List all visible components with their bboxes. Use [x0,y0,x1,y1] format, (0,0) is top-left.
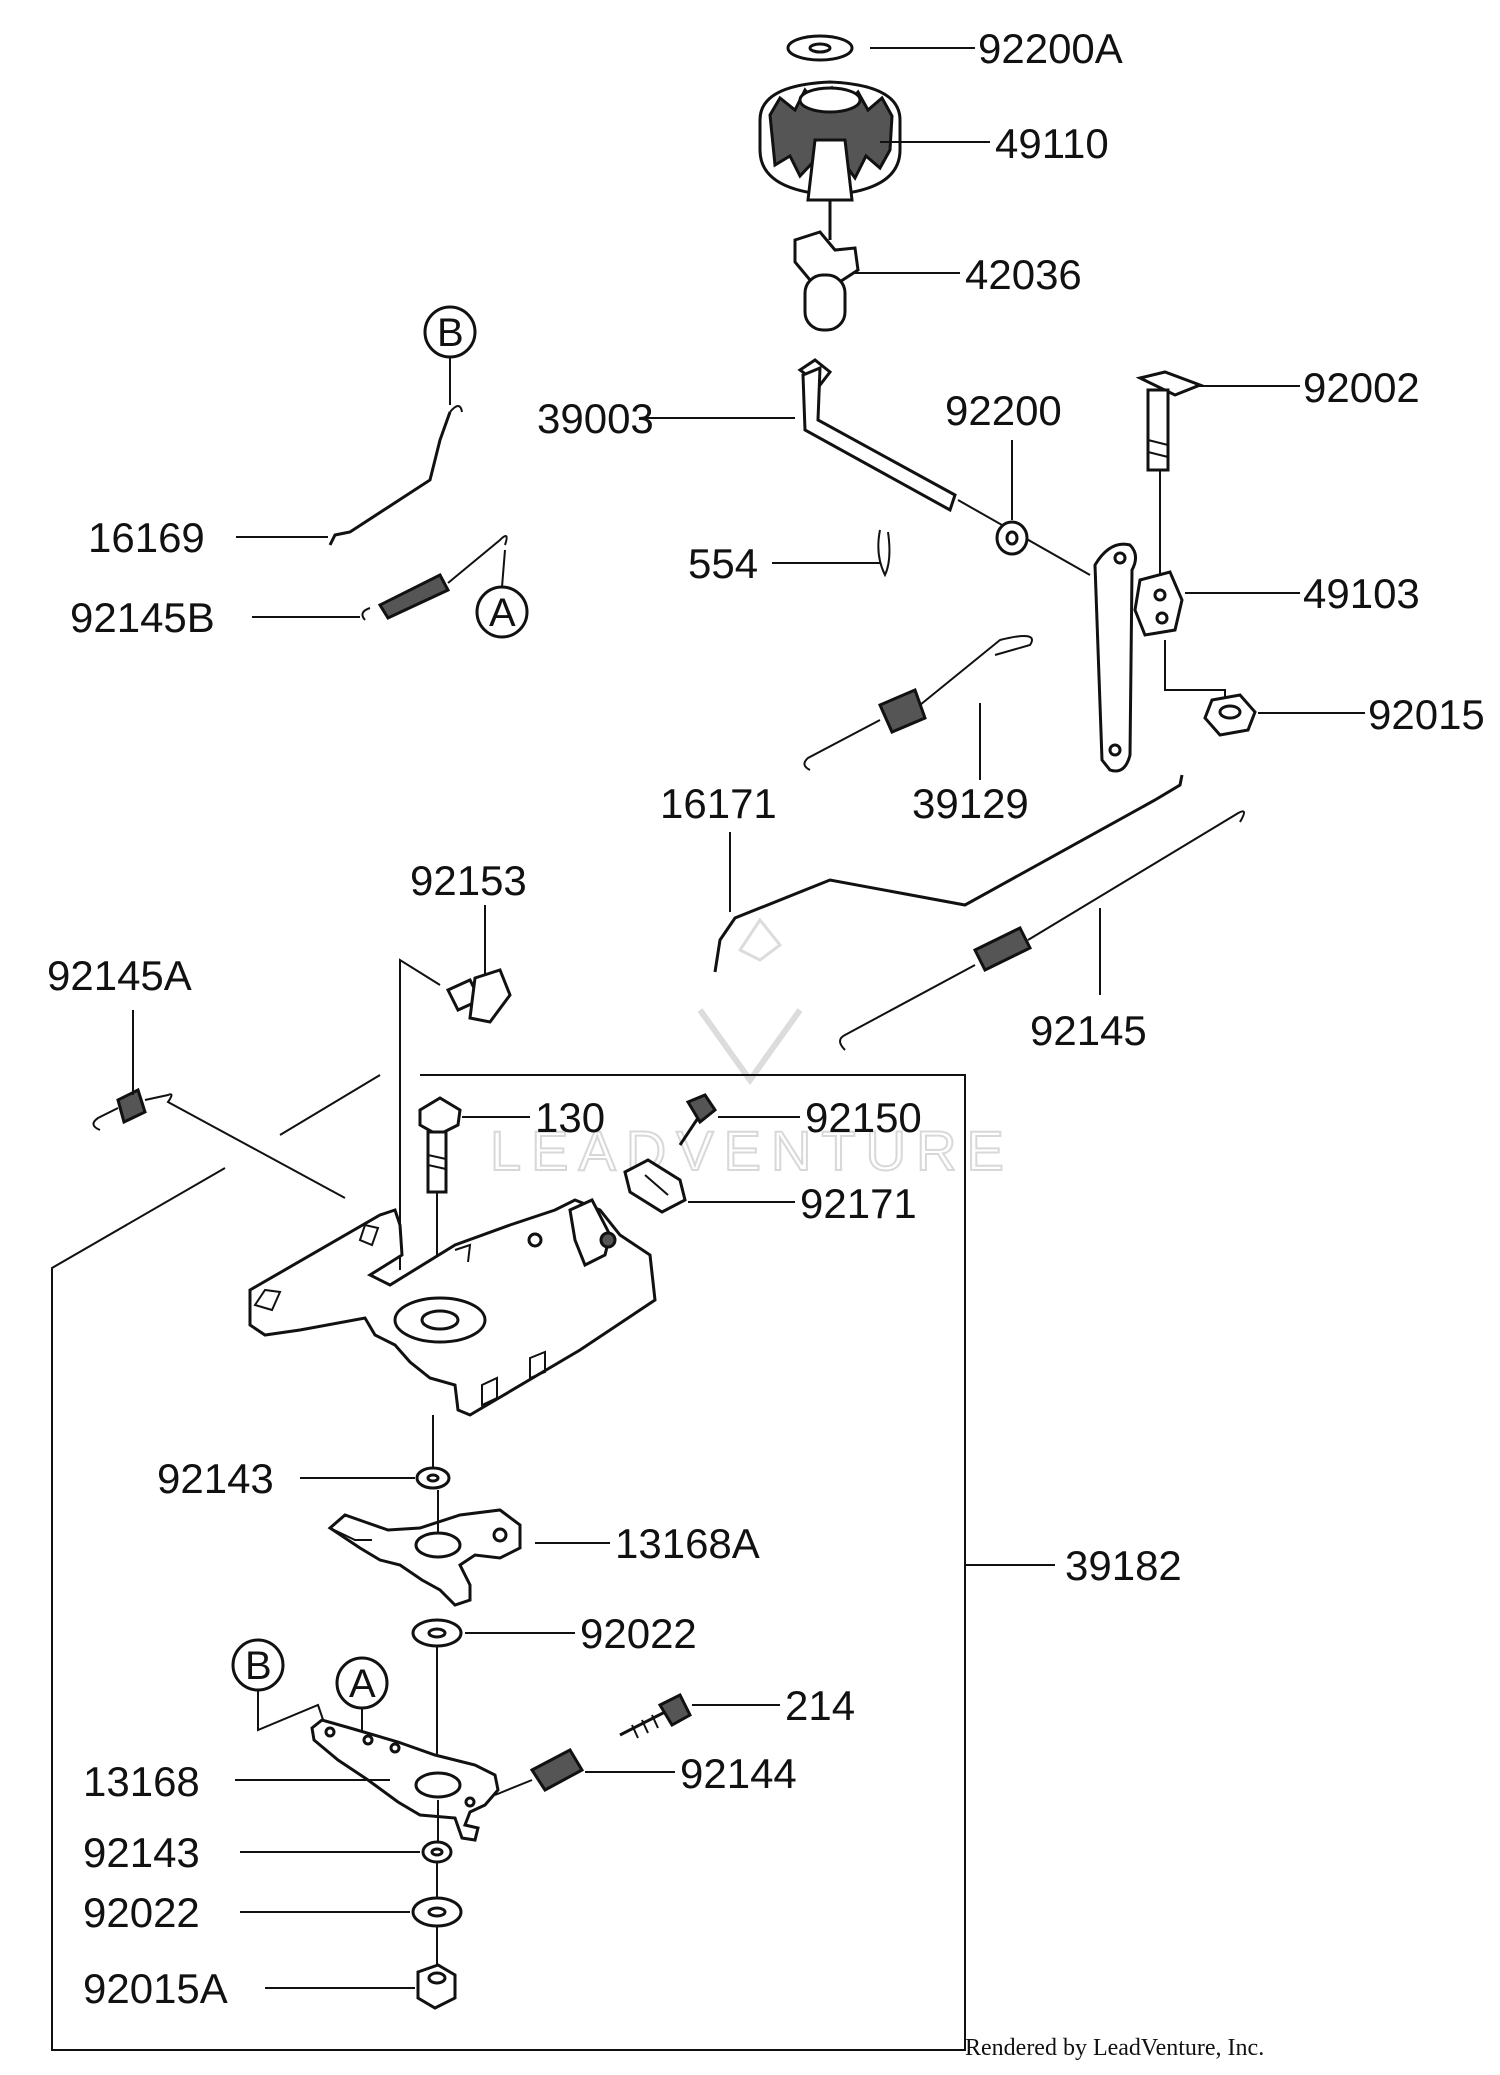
part-16169-rod[interactable] [236,405,463,546]
label-42036: 42036 [965,251,1082,298]
part-92145A-spring[interactable] [92,1010,346,1199]
part-92145-spring[interactable] [839,810,1245,1051]
label-92144: 92144 [680,1750,797,1797]
label-92145: 92145 [1030,1007,1147,1054]
label-16171: 16171 [660,780,777,827]
label-39003: 39003 [537,395,654,442]
part-92145B-spring[interactable] [252,535,508,621]
label-92143-upper: 92143 [157,1455,274,1502]
label-92143-lower: 92143 [83,1829,200,1876]
label-92145B: 92145B [70,594,215,641]
label-92200: 92200 [945,387,1062,434]
label-214: 214 [785,1682,855,1729]
svg-text:B: B [437,311,464,355]
label-554: 554 [688,540,758,587]
part-13168-lever[interactable] [235,1718,500,1848]
part-16171-rod[interactable] [713,774,1184,973]
callout-a-bottom: A [335,1656,389,1740]
part-92143-washer-upper[interactable] [300,1415,451,1490]
footer-credit: Rendered by LeadVenture, Inc. [965,2035,1264,2061]
part-49103-lever[interactable] [1093,542,1300,773]
part-13168A-lever[interactable] [327,1490,610,1607]
label-49103: 49103 [1303,570,1420,617]
part-554-pin[interactable] [772,529,891,578]
part-92002-bolt[interactable] [1135,370,1300,580]
label-39182: 39182 [1065,1542,1182,1589]
label-39129: 39129 [912,780,1029,827]
part-92200-washer[interactable] [995,440,1029,556]
label-92145A: 92145A [47,952,192,999]
svg-text:B: B [245,1644,272,1688]
label-92022-upper: 92022 [580,1610,697,1657]
part-42036-holder[interactable] [793,200,960,332]
label-13168: 13168 [83,1758,200,1805]
watermark-text: LEADVENTURE [490,1119,1014,1182]
label-92171: 92171 [800,1180,917,1227]
part-214-screw[interactable] [619,1692,780,1739]
label-16169: 16169 [88,514,205,561]
part-92022-washer-upper[interactable] [411,1618,575,1770]
label-92015A: 92015A [83,1965,228,2012]
assembly-39182-box [51,1074,1055,2051]
part-39129-spring[interactable] [803,635,1033,780]
label-49110: 49110 [995,120,1109,167]
part-92015-nut[interactable] [1203,693,1365,737]
part-49110-gear[interactable] [758,80,990,202]
label-92022-lower: 92022 [83,1889,200,1936]
label-92153: 92153 [410,857,527,904]
label-92015: 92015 [1368,691,1485,738]
part-92144-spring[interactable] [494,1748,675,1796]
part-92200A-washer[interactable] [786,34,975,62]
watermark: LEADVENTURE [489,917,1014,1183]
label-92200A: 92200A [978,25,1123,72]
part-92153-bolt[interactable] [399,905,512,1270]
part-92143-washer-lower[interactable] [240,1840,453,1898]
label-13168A: 13168A [615,1520,760,1567]
part-bracket[interactable] [248,1198,657,1417]
callout-b-top: B [423,305,477,405]
part-92171-clamp[interactable] [623,1158,795,1214]
label-130: 130 [535,1094,605,1141]
label-92150: 92150 [805,1094,922,1141]
part-92150-screw[interactable] [678,1093,800,1146]
part-92022-washer-lower[interactable] [240,1896,463,1968]
callout-a-top: A [475,549,529,639]
callout-b-bottom: B [231,1638,331,1741]
part-39003-shaft[interactable] [645,358,1091,576]
svg-text:A: A [489,591,516,635]
part-92015A-nut[interactable] [265,1963,457,2010]
svg-text:A: A [349,1662,376,1706]
label-92002: 92002 [1303,364,1420,411]
